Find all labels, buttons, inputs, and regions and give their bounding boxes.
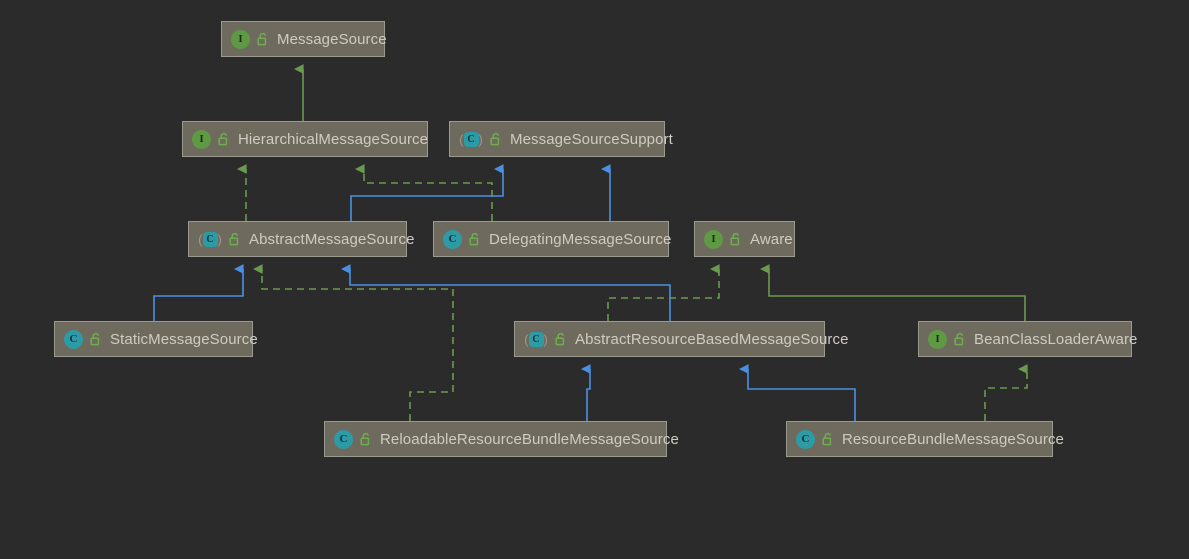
edge-beanclassloaderaware-extends-aware [759, 264, 1026, 321]
node-label: ResourceBundleMessageSource [842, 430, 1064, 448]
edge-resourcebundle-extends-abstractresourcebased [738, 364, 856, 421]
class-icon: C [796, 429, 815, 449]
node-bean-class-loader-aware[interactable]: I BeanClassLoaderAware [918, 321, 1137, 357]
edge-abstractresourcebased-extends-abstractmessagesource [340, 264, 671, 321]
node-static-message-source[interactable]: C StaticMessageSource [54, 321, 258, 357]
unlocked-padlock-icon [229, 232, 241, 246]
node-label: BeanClassLoaderAware [974, 330, 1138, 348]
node-label: AbstractMessageSource [249, 230, 415, 248]
unlocked-padlock-icon [730, 232, 742, 246]
node-hierarchical-message-source[interactable]: I HierarchicalMessageSource [182, 121, 428, 157]
unlocked-padlock-icon [954, 332, 966, 346]
node-abstract-resource-based-message-source[interactable]: (C) AbstractResourceBasedMessageSource [514, 321, 848, 357]
interface-icon: I [704, 229, 723, 249]
node-label: StaticMessageSource [110, 330, 258, 348]
edge-static-extends-abstractmessagesource [153, 264, 244, 321]
class-icon: C [443, 229, 462, 249]
node-abstract-message-source[interactable]: (C) AbstractMessageSource [188, 221, 414, 257]
unlocked-padlock-icon [257, 32, 269, 46]
edge-reloadable-extends-abstractresourcebased [580, 364, 591, 421]
class-icon: C [64, 329, 83, 349]
node-reloadable-resource-bundle-message-source[interactable]: C ReloadableResourceBundleMessageSource [324, 421, 679, 457]
node-label: Aware [750, 230, 793, 248]
node-message-source[interactable]: I MessageSource [221, 21, 387, 57]
unlocked-padlock-icon [490, 132, 502, 146]
node-resource-bundle-message-source[interactable]: C ResourceBundleMessageSource [786, 421, 1064, 457]
node-label: HierarchicalMessageSource [238, 130, 429, 148]
abstract-class-icon-letter: C [463, 131, 479, 147]
class-icon: C [334, 429, 353, 449]
node-message-source-support[interactable]: (C) MessageSourceSupport [449, 121, 673, 157]
edge-delegating-implements-hierarchical [354, 164, 493, 221]
unlocked-padlock-icon [218, 132, 230, 146]
edge-abstractmessagesource-extends-support [350, 164, 504, 221]
edge-abstractresourcebased-implements-aware [607, 264, 720, 321]
unlocked-padlock-icon [555, 332, 567, 346]
unlocked-padlock-icon [90, 332, 102, 346]
node-aware[interactable]: I Aware [694, 221, 795, 257]
unlocked-padlock-icon [469, 232, 481, 246]
interface-icon: I [192, 129, 211, 149]
interface-icon: I [928, 329, 947, 349]
abstract-class-icon: (C) [198, 231, 222, 247]
node-label: ReloadableResourceBundleMessageSource [380, 430, 679, 448]
unlocked-padlock-icon [360, 432, 372, 446]
node-label: MessageSource [277, 30, 387, 48]
edge-reloadable-implements-hierarchical [252, 264, 454, 421]
abstract-class-icon-letter: C [202, 231, 218, 247]
abstract-class-icon: (C) [524, 331, 548, 347]
node-label: AbstractResourceBasedMessageSource [575, 330, 849, 348]
abstract-class-icon: (C) [459, 131, 483, 147]
node-label: DelegatingMessageSource [489, 230, 672, 248]
node-label: MessageSourceSupport [510, 130, 673, 148]
edge-resourcebundle-implements-beanclassloaderaware [984, 364, 1028, 421]
unlocked-padlock-icon [822, 432, 834, 446]
abstract-class-icon-letter: C [528, 331, 544, 347]
interface-icon: I [231, 29, 250, 49]
node-delegating-message-source[interactable]: C DelegatingMessageSource [433, 221, 672, 257]
